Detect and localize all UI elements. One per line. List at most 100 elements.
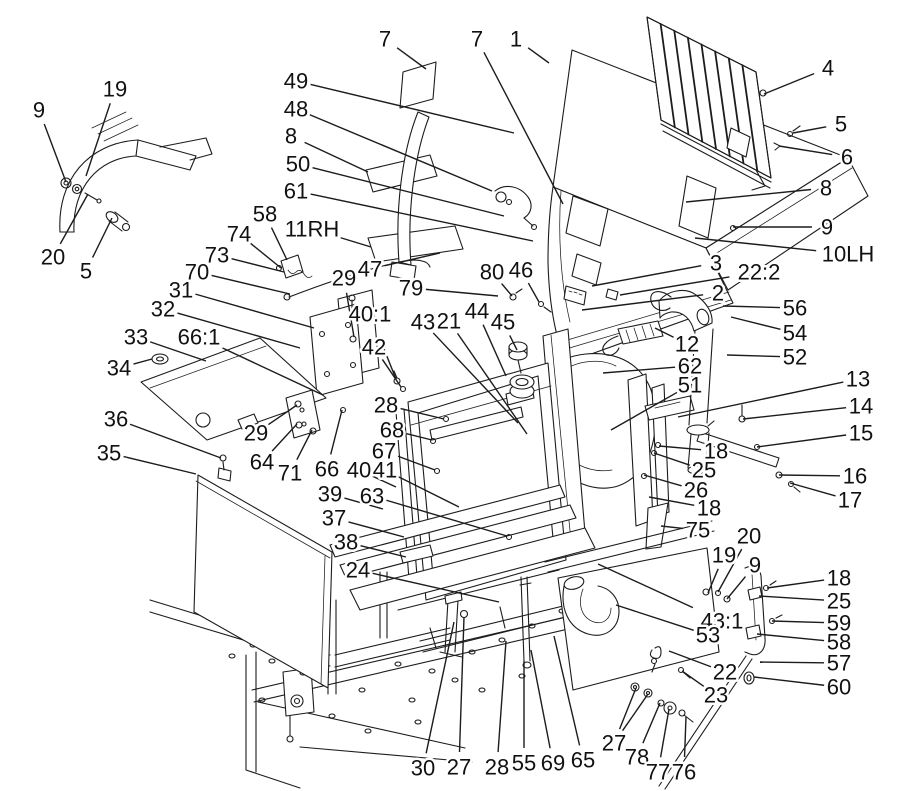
callout-7: 7 bbox=[379, 27, 391, 52]
tab-38 bbox=[399, 544, 434, 564]
callout-28: 28 bbox=[374, 393, 398, 418]
latch-58 bbox=[280, 254, 304, 279]
latch-22 bbox=[649, 646, 662, 659]
callout-41: 41 bbox=[373, 458, 397, 483]
callout-43:1: 43:1 bbox=[701, 609, 744, 634]
callout-13: 13 bbox=[846, 367, 870, 392]
callout-79: 79 bbox=[399, 276, 423, 301]
leader-line bbox=[222, 347, 324, 396]
decal-28 bbox=[429, 406, 524, 441]
callout-18: 18 bbox=[697, 496, 721, 521]
leader-line bbox=[304, 141, 369, 173]
grille bbox=[646, 16, 772, 191]
callout-25: 25 bbox=[827, 589, 851, 614]
warning-decal bbox=[563, 285, 587, 306]
callout-61: 61 bbox=[284, 179, 308, 204]
leader-line bbox=[396, 47, 427, 70]
callout-31: 31 bbox=[169, 278, 193, 303]
leader-line bbox=[149, 341, 207, 362]
callout-55: 55 bbox=[512, 751, 536, 776]
callout-26: 26 bbox=[684, 478, 708, 503]
callout-64: 64 bbox=[250, 450, 274, 475]
leader-line bbox=[610, 391, 678, 431]
leader-line bbox=[384, 252, 441, 267]
leader-line bbox=[778, 145, 833, 156]
leader-line bbox=[482, 324, 507, 377]
leader-line bbox=[509, 335, 518, 351]
leader-line bbox=[271, 423, 298, 452]
leader-line bbox=[397, 455, 436, 471]
callout-27: 27 bbox=[602, 731, 626, 756]
flange-clip bbox=[605, 288, 619, 301]
callout-35: 35 bbox=[97, 441, 121, 466]
clamp-25 bbox=[747, 586, 763, 601]
leader-line bbox=[642, 702, 661, 744]
callout-25: 25 bbox=[692, 458, 716, 483]
leader-line bbox=[458, 616, 465, 753]
screw-76 bbox=[678, 709, 686, 717]
callout-67: 67 bbox=[372, 439, 396, 464]
leader-line bbox=[372, 572, 500, 603]
callout-78: 78 bbox=[625, 745, 649, 770]
leader-line bbox=[340, 237, 372, 248]
leader-line bbox=[398, 476, 460, 508]
leader-line bbox=[771, 620, 825, 624]
callout-46: 46 bbox=[509, 258, 533, 283]
callout-5: 5 bbox=[835, 112, 847, 137]
grommet-34 bbox=[151, 353, 169, 365]
callout-2: 2 bbox=[712, 281, 724, 306]
leader-line bbox=[296, 429, 313, 460]
hood-window-decal bbox=[565, 195, 609, 247]
callout-14: 14 bbox=[849, 394, 873, 419]
leader-line bbox=[792, 126, 827, 134]
callout-43: 43 bbox=[411, 310, 435, 335]
callout-47: 47 bbox=[358, 257, 382, 282]
callout-45: 45 bbox=[491, 310, 515, 335]
leader-line bbox=[730, 316, 781, 331]
callout-6: 6 bbox=[841, 145, 853, 170]
plate-24 bbox=[349, 527, 596, 611]
callout-68: 68 bbox=[380, 418, 404, 443]
leader-line bbox=[527, 47, 550, 64]
callout-76: 76 bbox=[672, 760, 696, 785]
callout-19: 19 bbox=[103, 77, 127, 102]
leader-line bbox=[530, 649, 551, 749]
callout-50: 50 bbox=[286, 152, 310, 177]
leader-line bbox=[643, 474, 682, 487]
callout-60: 60 bbox=[827, 675, 851, 700]
callout-3: 3 bbox=[710, 251, 722, 276]
leader-line bbox=[763, 72, 815, 95]
hardware-fasteners bbox=[294, 89, 801, 625]
leader-line bbox=[123, 455, 197, 475]
callout-65: 65 bbox=[571, 748, 595, 773]
callout-10LH: 10LH bbox=[822, 242, 875, 267]
leader-line bbox=[310, 193, 534, 242]
exhaust-assembly bbox=[602, 289, 715, 475]
callout-36: 36 bbox=[104, 407, 128, 432]
heat-shield-33 bbox=[140, 337, 327, 441]
callout-77: 77 bbox=[646, 760, 670, 785]
rail-63 bbox=[339, 504, 577, 579]
callout-52: 52 bbox=[783, 345, 807, 370]
callout-12: 12 bbox=[675, 332, 699, 357]
leader-line bbox=[619, 276, 730, 296]
panel-11rh bbox=[367, 225, 464, 263]
exhaust-pipe-52 bbox=[688, 328, 714, 426]
leader-line bbox=[685, 188, 812, 203]
rod-55 bbox=[519, 576, 532, 662]
callout-23: 23 bbox=[704, 683, 728, 708]
callout-32: 32 bbox=[151, 297, 175, 322]
leader-line bbox=[195, 293, 315, 329]
handle-12 bbox=[617, 320, 664, 345]
leader-line bbox=[677, 381, 844, 418]
callout-56: 56 bbox=[783, 296, 807, 321]
leader-line bbox=[707, 568, 719, 594]
bracket-30 bbox=[439, 599, 463, 658]
leader-line bbox=[615, 604, 694, 632]
leader-line bbox=[129, 423, 222, 459]
leader-line bbox=[425, 621, 455, 754]
leader-line bbox=[618, 687, 637, 730]
leader-line bbox=[717, 548, 743, 593]
leader-line bbox=[789, 482, 836, 497]
